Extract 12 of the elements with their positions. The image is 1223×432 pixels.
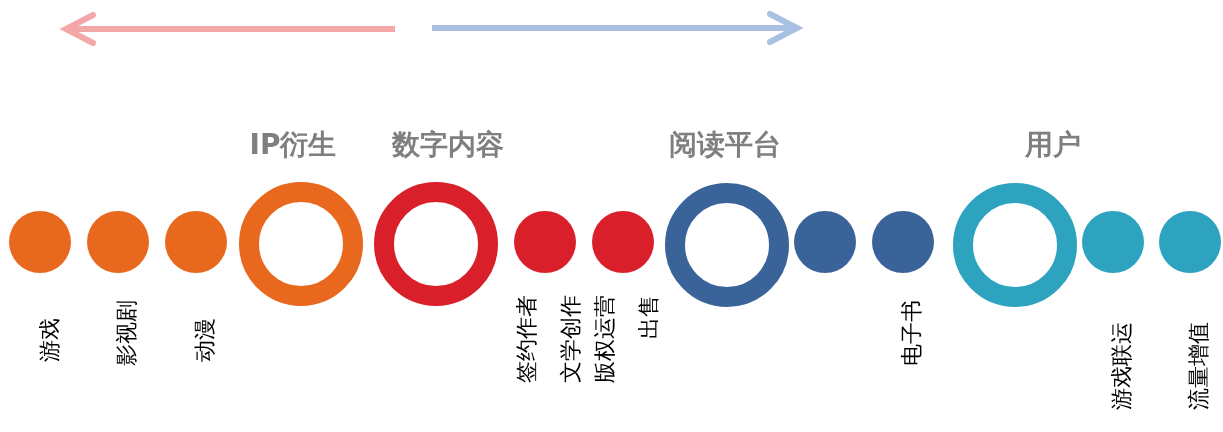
item-label: 游戏 — [36, 318, 63, 364]
item-label: 影视剧 — [113, 300, 140, 368]
item-label: 签约作者文学创作 — [513, 295, 584, 385]
section-title: 阅读平台 — [669, 127, 781, 163]
section-title: 数字内容 — [392, 127, 504, 163]
section-title: IP衍生 — [249, 127, 337, 163]
item-label: 版权运营出售 — [591, 295, 662, 385]
item-label: 电子书 — [898, 300, 925, 368]
item-label: 游戏联运 — [1108, 322, 1135, 412]
item-label: 流量增值 — [1185, 322, 1212, 412]
item-label: 动漫 — [191, 318, 218, 364]
section-title: 用户 — [1025, 127, 1081, 163]
